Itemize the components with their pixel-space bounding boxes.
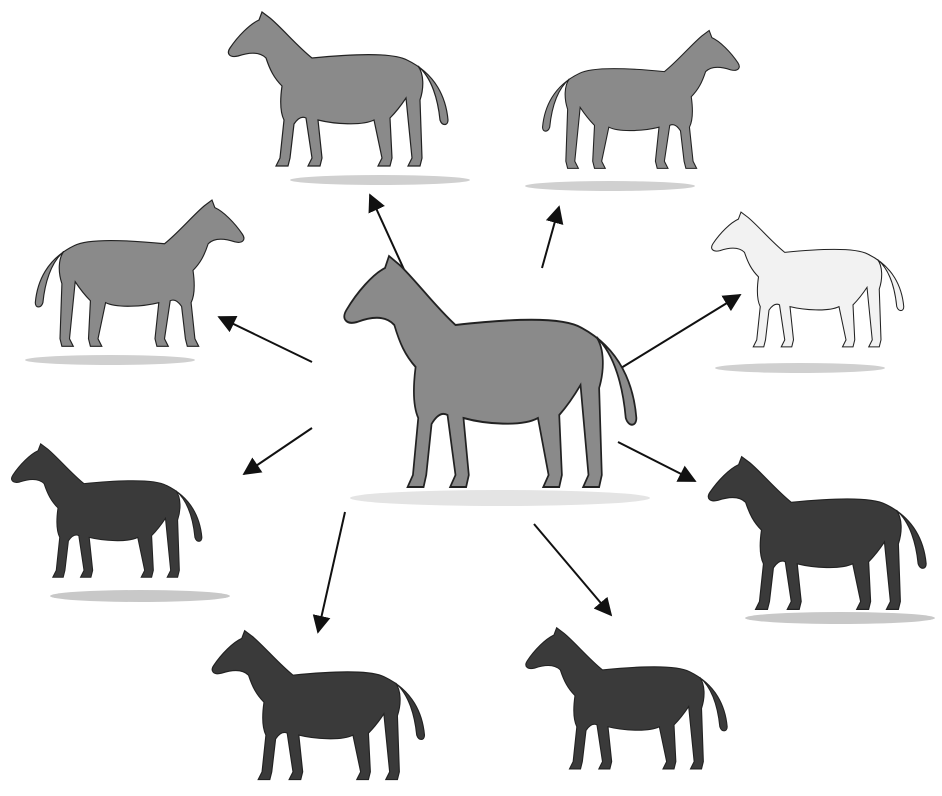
center-horse	[344, 256, 650, 506]
horse-bottom-right	[526, 628, 727, 769]
arrow-to-lower-right	[618, 442, 695, 481]
horse-top-right	[525, 30, 739, 191]
horse-lower-left	[12, 444, 230, 602]
horse-upper-left	[25, 200, 244, 365]
arrow-to-lower-left	[244, 428, 312, 474]
arrow-to-upper-left	[219, 317, 312, 362]
arrow-to-bottom-left	[318, 512, 345, 632]
arrow-to-upper-right	[621, 295, 740, 368]
horse-lower-right	[708, 457, 935, 624]
horse-upper-right	[712, 212, 904, 373]
horse-bottom-left	[212, 631, 424, 780]
arrow-to-top-right	[542, 207, 559, 268]
horse-top-left	[228, 12, 470, 185]
arrow-to-bottom-right	[534, 524, 611, 615]
